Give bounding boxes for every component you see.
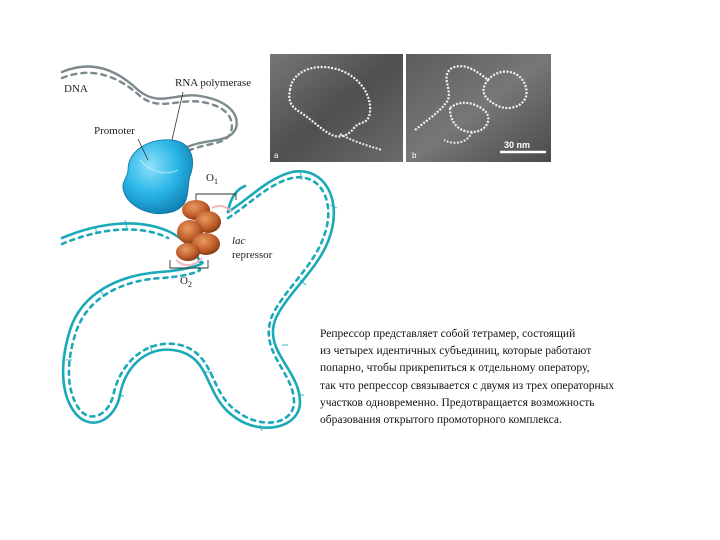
rna-polymerase-blob bbox=[122, 139, 193, 214]
caption-text: Репрессор представляет собой тетрамер, с… bbox=[320, 326, 700, 429]
operator-o1-label: O1 bbox=[206, 172, 218, 186]
caption-line: попарно, чтобы прикрепиться к отдельному… bbox=[320, 362, 590, 375]
caption-line: из четырех идентичных субъединиц, которы… bbox=[320, 345, 592, 358]
leader-lines bbox=[137, 91, 184, 161]
lac-label: lac bbox=[232, 235, 246, 247]
dna-label: DNA bbox=[64, 83, 88, 95]
caption-line: Репрессор представляет собой тетрамер, с… bbox=[320, 328, 576, 340]
promoter-label: Promoter bbox=[94, 125, 135, 137]
panel-a-label: a bbox=[274, 151, 279, 160]
scale-bar-label: 30 nm bbox=[504, 140, 530, 150]
operator-o2-bracket bbox=[169, 260, 209, 269]
repressor-label: repressor bbox=[232, 249, 273, 261]
operator-o2-label: O2 bbox=[180, 275, 192, 289]
panel-b-label: b bbox=[412, 151, 417, 160]
operator-o1-bracket bbox=[195, 193, 237, 200]
micrograph-panel-b: b 30 nm bbox=[406, 54, 551, 162]
caption-line: участков одновременно. Предотвращается в… bbox=[320, 396, 595, 409]
rna-polymerase-label: RNA polymerase bbox=[175, 77, 251, 89]
micrograph-panel-a: a bbox=[270, 54, 403, 162]
dna-rungs bbox=[66, 171, 338, 432]
caption-line: образования открытого промоторного компл… bbox=[320, 414, 562, 427]
lac-repressor-blob bbox=[175, 200, 233, 266]
caption-line: так что репрессор связывается с двумя из… bbox=[320, 379, 615, 392]
